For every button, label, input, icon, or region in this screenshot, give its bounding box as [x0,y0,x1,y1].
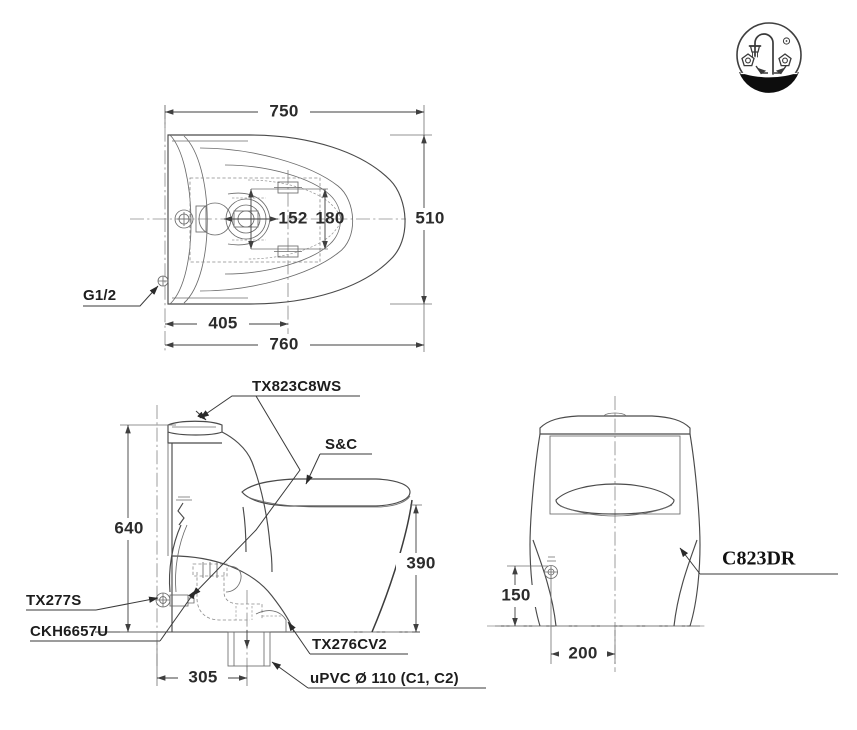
logo-base-shape [739,72,799,93]
seat-and-cover [241,478,411,507]
front-view: 150 200 C823DR [487,396,838,672]
top-view: 152 180 750 510 405 [83,101,454,355]
callout-sc-label: S&C [325,436,357,453]
callout-ckh6657u: CKH6657U [30,589,197,642]
callout-tx823c8ws: TX823C8WS [191,378,360,597]
brand-logo [736,22,802,93]
callout-sc: S&C [305,436,372,485]
toilet-front-outline [529,412,701,627]
faucet-icon [748,33,774,75]
side-view-trapway [192,562,287,667]
callout-c823dr-label: C823DR [722,548,796,570]
dimension-510: 510 [390,134,454,305]
dimension-152-label: 152 [278,208,307,227]
callout-tx823c8ws-label: TX823C8WS [252,378,341,395]
callout-g12: G1/2 [83,275,169,307]
dimension-760: 760 [164,304,425,355]
dimension-750-label: 750 [269,101,298,120]
registered-mark-icon [782,37,791,45]
dimension-180 [251,188,328,250]
tank-top [539,415,691,435]
dimension-152 [223,188,279,250]
callout-tx277s: TX277S [26,592,159,611]
dimension-405: 405 [164,313,289,334]
flower-left-icon [741,53,755,67]
tank-lid [167,420,223,436]
dimension-150-label: 150 [501,585,530,604]
callout-c823dr: C823DR [679,548,838,575]
side-view: TX823C8WS S&C TX277S CKH6657U [26,378,486,689]
dimension-305: 305 [156,640,248,689]
dimension-200: 200 [550,576,616,665]
flower-right-icon [778,53,792,67]
toilet-plan-outline [167,134,406,305]
dimension-640-label: 640 [114,518,143,537]
dimension-200-label: 200 [568,643,597,662]
dimension-405-label: 405 [208,313,237,332]
dimension-760-label: 760 [269,334,298,353]
dimension-305-label: 305 [188,667,217,686]
dimension-510-label: 510 [415,208,444,227]
dimension-150: 150 [492,565,548,627]
callout-g12-label: G1/2 [83,287,116,304]
logo-arrows-icon [755,65,787,75]
waste-pipe-outline [227,631,271,667]
dimension-390-label: 390 [406,553,435,572]
dimension-750: 750 [164,101,425,136]
callout-upvc-label: uPVC Ø 110 (C1, C2) [310,670,459,687]
callout-upvc: uPVC Ø 110 (C1, C2) [271,661,486,689]
front-view-supply-valve [544,556,558,579]
seat-front [555,483,675,515]
logo-circle-icon [736,22,802,93]
dimension-640: 640 [104,424,176,633]
side-view-supply-line [155,496,195,608]
dimension-180-label: 180 [315,208,344,227]
callout-tx277s-label: TX277S [26,592,81,609]
callout-ckh6657u-label: CKH6657U [30,623,108,640]
callout-tx276cv2-label: TX276CV2 [312,636,387,653]
callout-tx276cv2: TX276CV2 [287,621,408,655]
dimension-390: 390 [396,504,446,633]
